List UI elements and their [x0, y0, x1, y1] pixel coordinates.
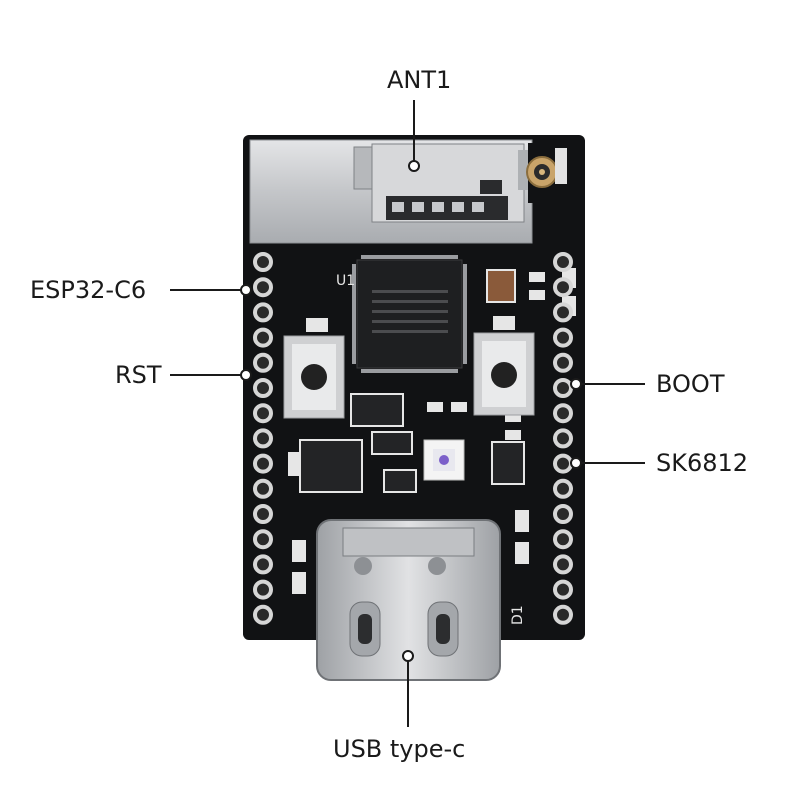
capacitor	[486, 269, 516, 303]
label-boot: BOOT	[656, 370, 725, 398]
header-pin-pad	[253, 378, 273, 398]
label-sk6812: SK6812	[656, 449, 749, 477]
pcb-board	[243, 135, 585, 640]
callout-dot-rst	[240, 369, 252, 381]
header-pin-pad	[253, 277, 273, 298]
silk-u1: U1	[336, 273, 355, 289]
header-pin-pad	[253, 579, 273, 600]
header-pin-pad	[553, 302, 573, 323]
usb-c-connector	[316, 519, 501, 681]
header-pin-pad	[553, 529, 573, 550]
rf-module	[249, 139, 533, 244]
callout-dot-boot	[570, 378, 582, 390]
small-ic	[491, 441, 525, 485]
header-pin-pad	[253, 554, 273, 575]
header-pin-pad	[253, 504, 273, 524]
esp32-chip	[352, 255, 467, 373]
header-pin-pad	[253, 604, 273, 625]
callout-dot-sk6812	[570, 457, 582, 469]
header-pin-pad	[553, 252, 573, 272]
label-ant1: ANT1	[387, 66, 452, 94]
header-pin-pad	[553, 504, 573, 524]
header-pin-pad	[553, 277, 573, 298]
header-pin-pad	[253, 252, 273, 272]
label-esp32: ESP32-C6	[30, 276, 147, 304]
header-pin-pad	[553, 478, 573, 499]
smd-diode	[371, 431, 413, 455]
header-pin-pad	[553, 428, 573, 449]
header-pin-pad	[253, 403, 273, 424]
smd-resistor	[383, 469, 417, 493]
label-rst: RST	[115, 361, 162, 389]
header-pin-pad	[553, 604, 573, 625]
header-pin-pad	[553, 579, 573, 600]
right-header-pins	[553, 252, 573, 625]
silk-d1: D1	[510, 605, 526, 625]
header-pin-pad	[253, 478, 273, 499]
antenna-connector	[526, 143, 567, 203]
header-pin-pad	[553, 378, 573, 398]
header-pin-pad	[553, 453, 573, 474]
callout-dot-esp32	[240, 284, 252, 296]
sk6812-led	[423, 439, 465, 481]
header-pin-pad	[253, 352, 273, 373]
regulator	[350, 393, 404, 427]
left-header-pins	[253, 252, 273, 625]
header-pin-pad	[553, 403, 573, 424]
callout-dot-usb	[402, 650, 414, 662]
header-pin-pad	[553, 554, 573, 575]
header-pin-pad	[253, 453, 273, 474]
header-pin-pad	[253, 327, 273, 348]
header-pin-pad	[253, 302, 273, 323]
label-usb: USB type-c	[333, 735, 466, 763]
header-pin-pad	[553, 352, 573, 373]
header-pin-pad	[253, 428, 273, 449]
header-pin-pad	[253, 529, 273, 550]
ldo	[299, 439, 363, 493]
boot-button	[473, 316, 535, 416]
rst-button	[283, 318, 345, 419]
callout-dot-ant1	[408, 160, 420, 172]
header-pin-pad	[553, 327, 573, 348]
